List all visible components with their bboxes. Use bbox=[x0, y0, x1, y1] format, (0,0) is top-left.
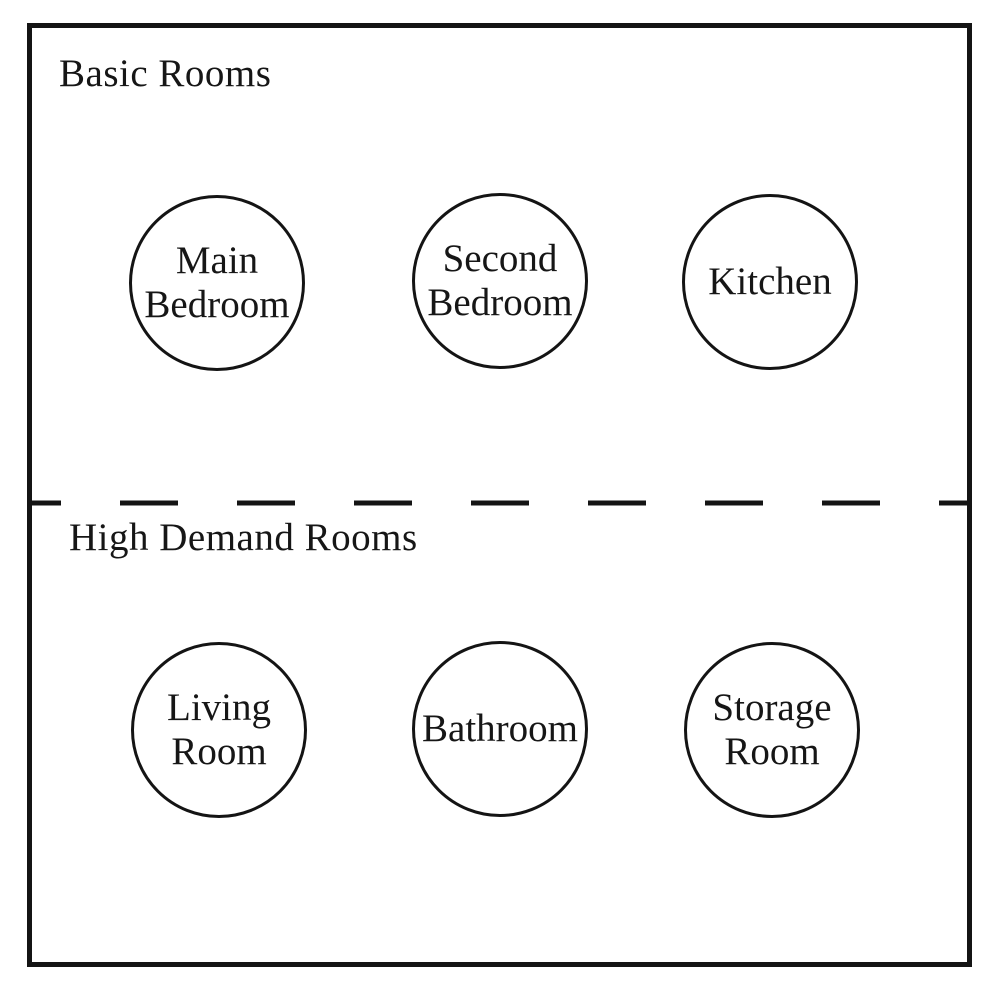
room-node-second-bedroom: Second Bedroom bbox=[412, 193, 588, 369]
room-node-main-bedroom: Main Bedroom bbox=[129, 195, 305, 371]
room-label-line: Bedroom bbox=[427, 281, 573, 324]
room-label-line: Kitchen bbox=[708, 260, 832, 303]
room-label-line: Second bbox=[442, 237, 558, 280]
room-node-kitchen: Kitchen bbox=[682, 194, 858, 370]
section-label-basic-rooms: Basic Rooms bbox=[59, 52, 272, 95]
room-label-line: Storage bbox=[712, 686, 832, 729]
section-label-high-demand-rooms: High Demand Rooms bbox=[69, 516, 418, 559]
room-node-living-room: Living Room bbox=[131, 642, 307, 818]
room-label-line: Living bbox=[167, 686, 271, 729]
outer-frame bbox=[27, 23, 972, 967]
room-label-line: Room bbox=[724, 730, 820, 773]
room-label-line: Bathroom bbox=[422, 707, 578, 750]
room-label-line: Bedroom bbox=[144, 283, 290, 326]
room-label-line: Main bbox=[175, 239, 259, 282]
section-divider-dashed-line bbox=[28, 500, 972, 506]
room-label-line: Room bbox=[171, 730, 267, 773]
room-node-storage-room: Storage Room bbox=[684, 642, 860, 818]
room-node-bathroom: Bathroom bbox=[412, 641, 588, 817]
